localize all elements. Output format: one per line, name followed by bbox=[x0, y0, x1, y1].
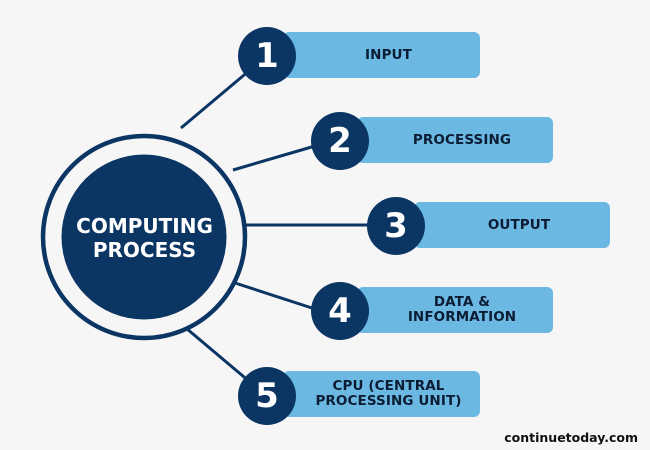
connector-line-2 bbox=[232, 144, 316, 172]
connector-line-4 bbox=[231, 280, 316, 311]
item-number-badge-4: 4 bbox=[311, 282, 369, 340]
item-bar-processing: PROCESSING bbox=[357, 117, 553, 163]
item-bar-cpu: CPU (CENTRAL PROCESSING UNIT) bbox=[283, 371, 480, 417]
center-title-line1: COMPUTING bbox=[76, 213, 213, 238]
connector-line-5 bbox=[179, 321, 251, 384]
center-title-line2: PROCESS bbox=[92, 237, 197, 262]
item-number-badge-1: 1 bbox=[238, 27, 296, 85]
item-label-line1: CPU (CENTRAL bbox=[332, 378, 445, 394]
item-number: 2 bbox=[328, 121, 352, 161]
item-number: 5 bbox=[255, 376, 279, 416]
item-number-badge-2: 2 bbox=[311, 112, 369, 170]
connector-line-1 bbox=[180, 68, 251, 130]
item-number: 1 bbox=[255, 36, 279, 76]
item-bar-data-information: DATA & INFORMATION bbox=[357, 287, 553, 333]
item-label-line1: INPUT bbox=[365, 46, 412, 63]
item-number-badge-3: 3 bbox=[367, 197, 425, 255]
item-label-line1: PROCESSING bbox=[412, 131, 512, 148]
item-number: 3 bbox=[384, 206, 408, 246]
item-label-line1: DATA & bbox=[433, 294, 491, 310]
item-bar-input: INPUT bbox=[283, 32, 480, 78]
item-label-line2: PROCESSING UNIT) bbox=[315, 393, 462, 409]
center-circle bbox=[61, 154, 227, 320]
site-watermark: continuetoday.com bbox=[504, 430, 638, 445]
center-title: COMPUTING PROCESS bbox=[62, 155, 227, 320]
item-number: 4 bbox=[328, 291, 352, 331]
item-number-badge-5: 5 bbox=[238, 367, 296, 425]
item-label-line1: OUTPUT bbox=[487, 216, 551, 233]
item-bar-output: OUTPUT bbox=[414, 202, 610, 248]
item-label-line2: INFORMATION bbox=[407, 309, 517, 325]
